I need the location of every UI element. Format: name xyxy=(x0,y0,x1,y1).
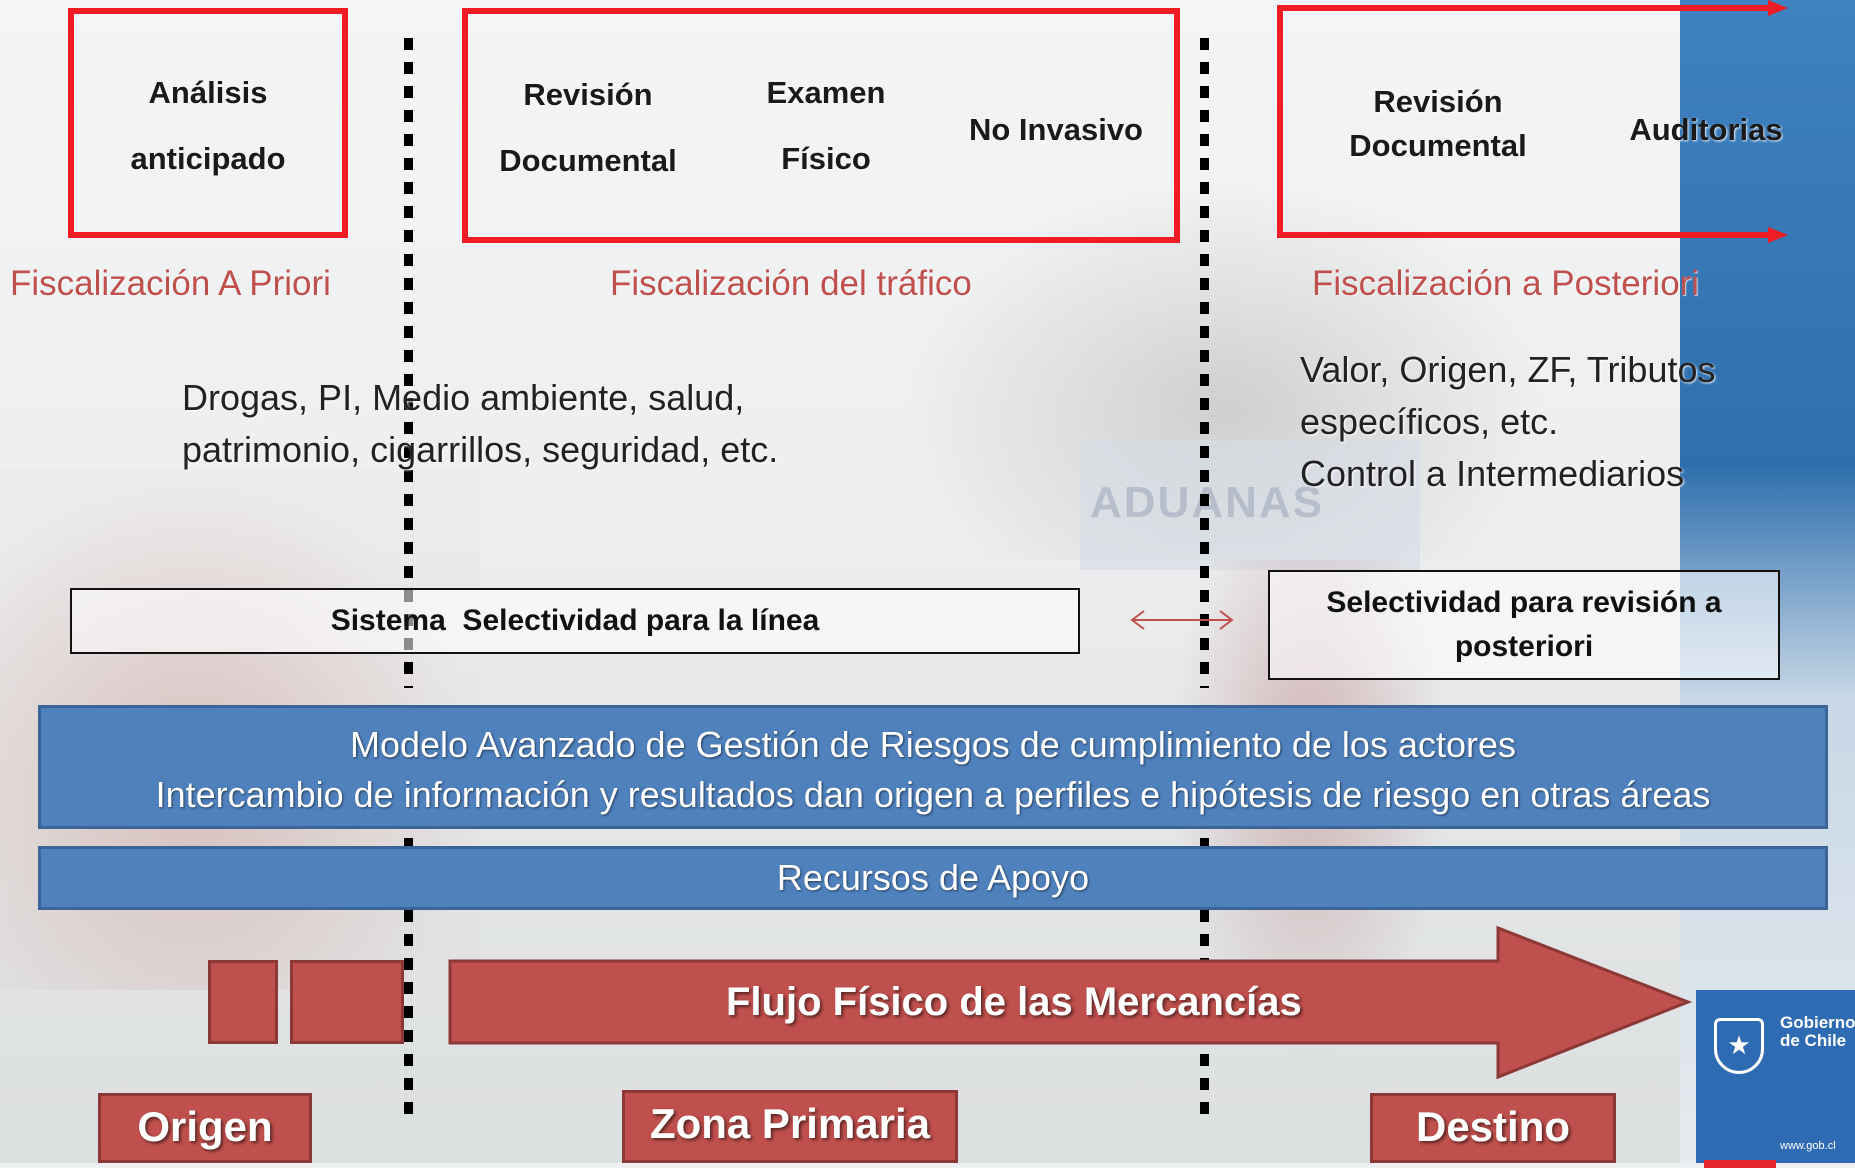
posteriori-auditorias: Auditorias xyxy=(1629,112,1783,147)
selectividad-posteriori-line1: Selectividad para revisión a xyxy=(1326,586,1722,619)
modelo-line1: Modelo Avanzado de Gestión de Riesgos de… xyxy=(349,724,1517,765)
divider-line-left-lower xyxy=(404,838,413,1116)
box-trafico xyxy=(462,8,1180,243)
posteriori-detail-line2: específicos, etc. xyxy=(1300,401,1559,442)
posteriori-revision-line2: Documental xyxy=(1349,128,1527,163)
trafico-detail-line1: Drogas, PI, Medio ambiente, salud, xyxy=(182,377,745,418)
recursos-band: Recursos de Apoyo xyxy=(38,846,1828,910)
box-a-priori xyxy=(68,8,348,238)
zone-origen: Origen xyxy=(98,1093,312,1163)
category-trafico: Fiscalización del tráfico xyxy=(610,264,972,303)
posteriori-detail-line3: Control a Intermediarios xyxy=(1300,453,1685,494)
selectividad-linea-label: Sistema Selectividad para la línea xyxy=(330,604,820,637)
trafico-detail-line2: patrimonio, cigarrillos, seguridad, etc. xyxy=(182,429,779,470)
flow-arrow xyxy=(448,925,1693,1080)
modelo-band: Modelo Avanzado de Gestión de Riesgos de… xyxy=(38,705,1828,829)
flow-arrow-label: Flujo Físico de las Mercancías xyxy=(726,980,1302,1024)
trafico-no-invasivo: No Invasivo xyxy=(969,112,1143,147)
divider-line-right xyxy=(1200,38,1209,688)
trafico-revision-line2: Documental xyxy=(499,143,677,178)
posteriori-revision-line1: Revisión xyxy=(1373,84,1503,119)
category-posteriori: Fiscalización a Posteriori xyxy=(1312,264,1700,303)
logo-line1: Gobierno xyxy=(1780,1013,1855,1032)
logo-url: www.gob.cl xyxy=(1780,1140,1836,1152)
logo-name: Gobierno de Chile xyxy=(1780,1014,1855,1050)
modelo-line2: Intercambio de información y resultados … xyxy=(155,774,1711,815)
selectividad-posteriori-box: Selectividad para revisión a posteriori xyxy=(1268,570,1780,680)
trafico-examen-line1: Examen xyxy=(766,75,886,110)
a-priori-line1: Análisis xyxy=(148,75,268,110)
coat-of-arms-icon: ★ xyxy=(1714,1018,1764,1074)
category-a-priori: Fiscalización A Priori xyxy=(10,264,331,303)
origin-block-2 xyxy=(290,960,404,1044)
a-priori-line2: anticipado xyxy=(130,141,286,176)
origin-block-1 xyxy=(208,960,278,1044)
posteriori-detail-line1: Valor, Origen, ZF, Tributos xyxy=(1300,349,1716,390)
background-sign xyxy=(1080,440,1420,570)
zone-primaria: Zona Primaria xyxy=(622,1090,958,1163)
divider-line-left xyxy=(404,38,413,688)
trafico-examen-line2: Físico xyxy=(781,141,871,176)
double-arrow-connector xyxy=(1130,610,1234,630)
box-posteriori-bracket xyxy=(1277,0,1788,243)
zone-destino: Destino xyxy=(1370,1093,1616,1163)
logo-line2: de Chile xyxy=(1780,1031,1847,1050)
selectividad-posteriori-line2: posteriori xyxy=(1454,630,1594,663)
selectividad-linea-box: Sistema Selectividad para la línea xyxy=(70,588,1080,654)
gobierno-de-chile-logo: ★ Gobierno de Chile www.gob.cl xyxy=(1696,990,1855,1168)
recursos-label: Recursos de Apoyo xyxy=(776,857,1090,898)
trafico-revision-line1: Revisión xyxy=(523,77,653,112)
